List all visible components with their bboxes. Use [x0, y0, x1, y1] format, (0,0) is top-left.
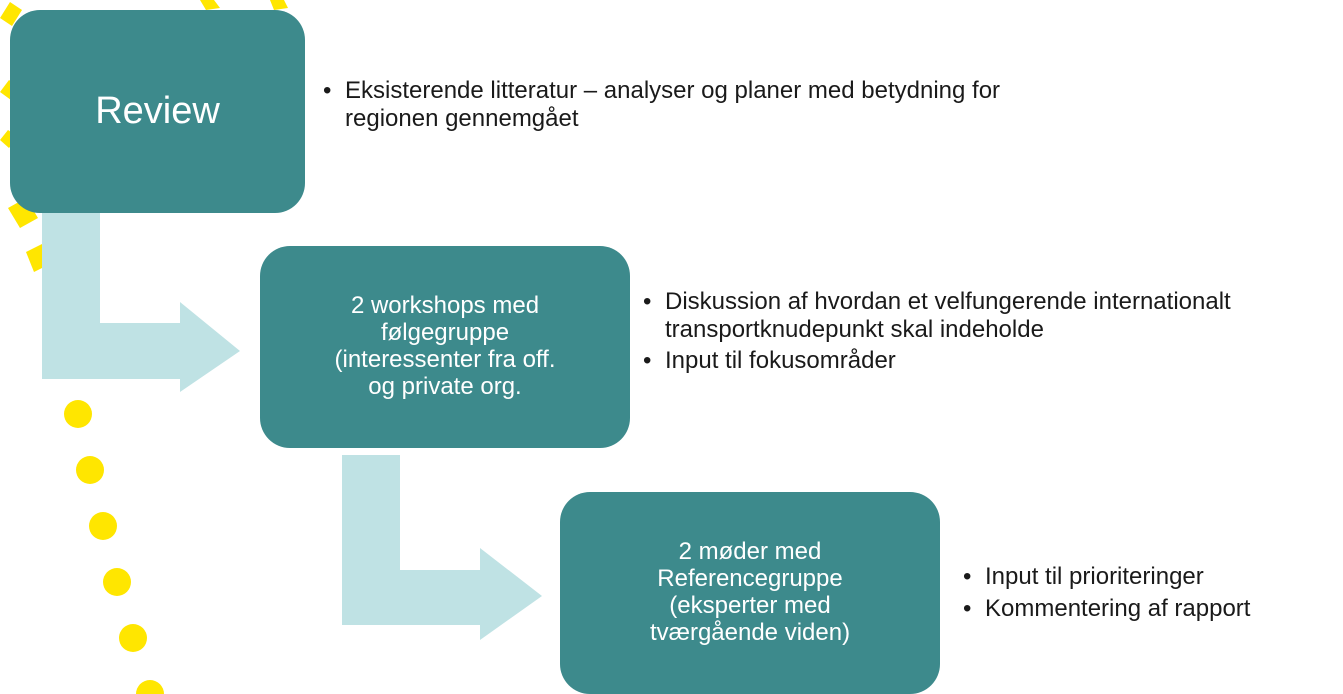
step-box-moeder: 2 møder med Referencegruppe (eksperter m… [560, 492, 940, 694]
bullet-list-moeder: Input til prioriteringer Kommentering af… [963, 563, 1341, 626]
bent-arrow-2 [342, 455, 542, 640]
bullet-item: Input til fokusområder [643, 347, 1243, 375]
bullet-list-workshops: Diskussion af hvordan et velfungerende i… [643, 288, 1243, 379]
step-box-review: Review [10, 10, 305, 213]
yellow-dot [136, 680, 164, 694]
yellow-dash [0, 2, 22, 26]
yellow-dot [119, 624, 147, 652]
bullet-item: Diskussion af hvordan et velfungerende i… [643, 288, 1243, 343]
step-box-workshops: 2 workshops med følgegruppe (interessent… [260, 246, 630, 448]
yellow-dot [64, 400, 92, 428]
bent-arrow-1 [42, 205, 240, 392]
bullet-item: Eksisterende litteratur – analyser og pl… [323, 77, 1043, 132]
yellow-dash [200, 0, 220, 10]
bullet-list-review: Eksisterende litteratur – analyser og pl… [323, 77, 1043, 136]
decorative-yellow-dots [64, 400, 164, 694]
yellow-dot [103, 568, 131, 596]
bullet-item: Input til prioriteringer [963, 563, 1341, 591]
yellow-dot [76, 456, 104, 484]
yellow-dot [89, 512, 117, 540]
yellow-dash [270, 0, 288, 10]
bullet-item: Kommentering af rapport [963, 595, 1341, 623]
